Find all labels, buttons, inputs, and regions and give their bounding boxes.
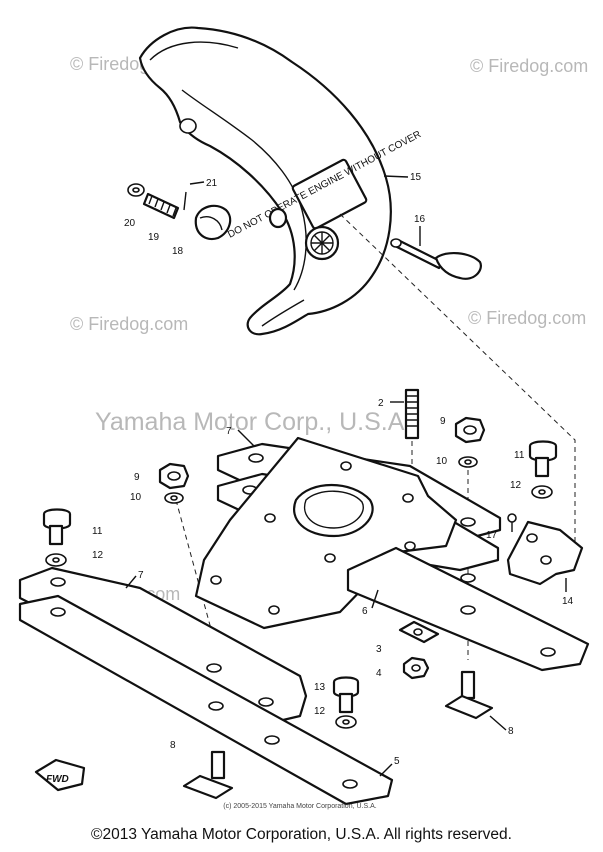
washer-20 [127, 183, 145, 197]
callout-10-right: 10 [436, 456, 448, 467]
callout-10-left: 10 [130, 492, 142, 503]
callout-20: 20 [124, 218, 136, 229]
mount-bracket [194, 436, 458, 630]
nut-9-left [158, 462, 190, 490]
callout-7-upper: 7 [226, 426, 232, 437]
washer-12-right [531, 485, 553, 499]
bracket-14 [506, 520, 584, 586]
callout-9-right: 9 [440, 416, 446, 427]
strip-5 [18, 594, 394, 806]
callout-14: 14 [562, 596, 574, 607]
callout-16: 16 [414, 214, 426, 225]
latch-lever-16 [390, 238, 482, 280]
callout-4: 4 [376, 668, 382, 679]
callout-11-left: 11 [92, 526, 103, 537]
strip-6 [346, 546, 590, 672]
bolt-13 [332, 676, 360, 714]
engine-cover: DO NOT OPERATE ENGINE WITHOUT COVER [138, 26, 423, 336]
callout-12-bottom: 12 [314, 706, 326, 717]
callout-19: 19 [148, 232, 160, 243]
washer-12-bottom [335, 715, 357, 729]
clip-3 [398, 620, 440, 644]
callout-18: 18 [172, 246, 184, 257]
watermark-center: Yamaha Motor Corp., U.S.A. [95, 408, 411, 436]
washer-12-left [45, 553, 67, 567]
callout-2: 2 [378, 398, 384, 409]
callout-8-left: 8 [170, 740, 176, 751]
nut-9-right [454, 416, 486, 444]
fwd-arrow-icon: FWD [34, 758, 86, 792]
sub-copyright: (c) 2005-2015 Yamaha Motor Corporation, … [223, 803, 376, 810]
callout-5: 5 [394, 756, 400, 767]
bolt-8-right [444, 670, 494, 720]
callout-11-right: 11 [514, 450, 525, 461]
watermark-top-right: © Firedog.com [470, 56, 588, 76]
svg-text:FWD: FWD [46, 774, 69, 785]
callout-7-lower: 7 [138, 570, 144, 581]
callout-12-right: 12 [510, 480, 522, 491]
bolt-11-right [528, 440, 558, 478]
callout-13: 13 [314, 682, 326, 693]
callout-17: 17 [486, 530, 498, 541]
callout-9-left: 9 [134, 472, 140, 483]
washer-10-right [458, 456, 478, 468]
knob-18 [194, 204, 232, 241]
washer-10-left [164, 492, 184, 504]
pin-21 [183, 191, 187, 211]
nut-4 [402, 656, 430, 680]
stud-2 [404, 388, 420, 440]
callout-8-right: 8 [508, 726, 514, 737]
pin-17 [507, 513, 517, 532]
spring-19 [142, 192, 180, 220]
callout-21: 21 [206, 178, 218, 189]
bolt-11-left [42, 508, 72, 546]
callout-6: 6 [362, 606, 368, 617]
copyright-notice: ©2013 Yamaha Motor Corporation, U.S.A. A… [91, 826, 512, 843]
watermark-middle-left: © Firedog.com [70, 314, 188, 334]
bolt-8-left [182, 750, 234, 800]
callout-3: 3 [376, 644, 382, 655]
watermark-middle-right: © Firedog.com [468, 308, 586, 328]
callout-12-left: 12 [92, 550, 104, 561]
callout-15: 15 [410, 172, 422, 183]
cover-emblem [304, 225, 340, 261]
